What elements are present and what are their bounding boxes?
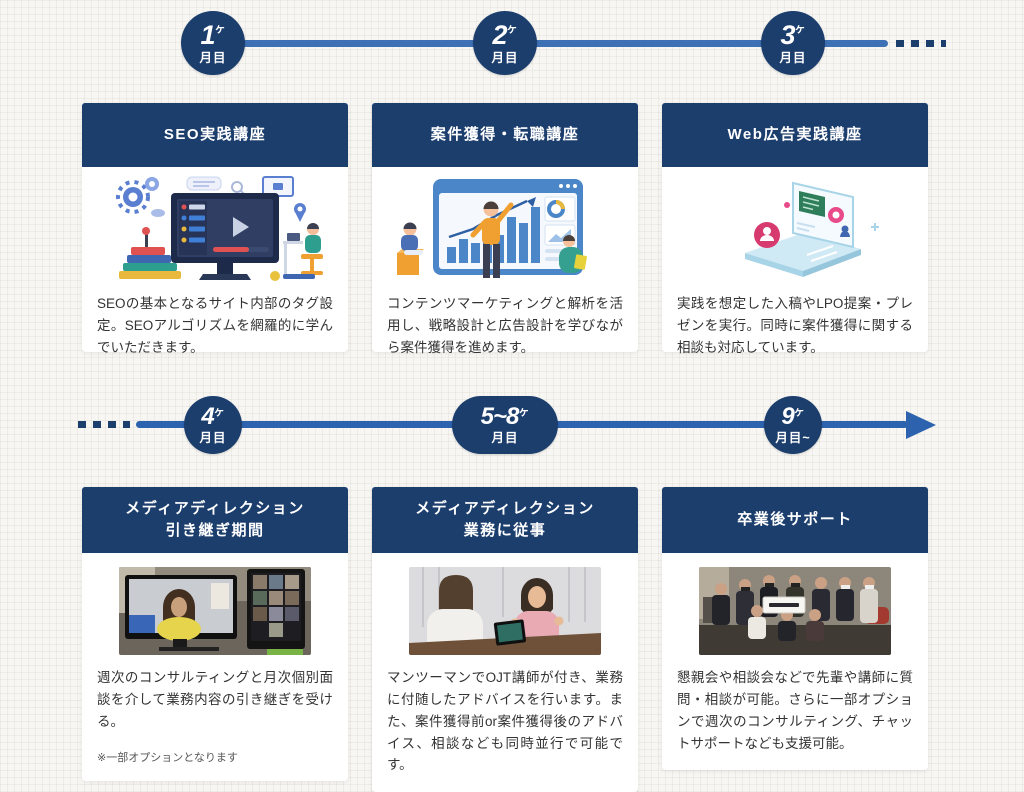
card-title: 卒業後サポート <box>737 511 853 529</box>
card-title-line2: 業務に従事 <box>463 522 547 539</box>
card-header: 案件獲得・転職講座 <box>372 103 638 167</box>
milestone-unit: ヶ <box>214 22 226 35</box>
milestone-number: 9 <box>781 403 794 431</box>
milestone-number: 3 <box>780 19 795 50</box>
milestone-number: 5~8 <box>480 403 520 431</box>
milestone-unit: ヶ <box>518 406 530 419</box>
card-title: Web広告実践講座 <box>727 126 863 144</box>
card-header: メディアディレクション 引き継ぎ期間 <box>82 487 348 553</box>
milestone-label: 月目 <box>199 431 227 446</box>
milestone-label: 月目 <box>491 50 519 65</box>
card-option-note: ※一部オプションとなります <box>97 751 238 764</box>
card-title: 案件獲得・転職講座 <box>430 126 580 144</box>
card-web-ad-course: Web広告実践講座 実践を想定し <box>662 103 928 355</box>
card-description: コンテンツマーケティングと解析を活用し、戦略設計と広告設計を学びながら案件獲得を… <box>387 296 623 355</box>
card-seo-course: SEO実践講座 <box>82 103 348 355</box>
card-title: SEO実践講座 <box>163 126 267 144</box>
milestone-number: 2 <box>492 19 507 50</box>
timeline-line-row1 <box>213 40 888 47</box>
milestone-number: 4 <box>201 403 214 431</box>
milestone-number: 1 <box>200 19 215 50</box>
online-video-course-illustration <box>82 167 348 285</box>
card-header: SEO実践講座 <box>82 103 348 167</box>
milestone-label: 月目 <box>199 50 227 65</box>
card-description: 懇親会や相談会などで先輩や講師に質問・相談が可能。さらに一部オプションで週次のコ… <box>677 670 913 751</box>
analytics-presentation-illustration <box>372 167 638 285</box>
card-header: メディアディレクション 業務に従事 <box>372 487 638 553</box>
remote-video-call-photo <box>82 553 348 659</box>
card-title: メディアディレクション <box>415 500 595 518</box>
milestone-unit: ヶ <box>213 406 225 419</box>
card-title: メディアディレクション <box>125 500 305 518</box>
milestone-unit: ヶ <box>793 406 805 419</box>
card-header: Web広告実践講座 <box>662 103 928 167</box>
card-description: マンツーマンでOJT講師が付き、業務に付随したアドバイスを行います。また、案件獲… <box>387 670 623 773</box>
card-description: SEOの基本となるサイト内部のタグ設定。SEOアルゴリズムを網羅的に学んでいただ… <box>97 296 333 355</box>
group-networking-photo <box>662 553 928 659</box>
milestone-label: 月目 <box>491 431 519 446</box>
card-header: 卒業後サポート <box>662 487 928 553</box>
timeline-dashes-row1 <box>896 40 946 47</box>
card-title-line2: 引き継ぎ期間 <box>165 522 265 539</box>
timeline-arrow-icon <box>906 411 936 439</box>
milestone-unit: ヶ <box>794 22 806 35</box>
card-description: 週次のコンサルティングと月次個別面談を介して業務内容の引き継ぎを受ける。 <box>97 670 333 729</box>
timeline-dots-row2 <box>78 421 130 428</box>
card-media-direction-handover: メディアディレクション 引き継ぎ期間 <box>82 487 348 781</box>
one-on-one-meeting-photo <box>372 553 638 659</box>
card-case-acquisition-course: 案件獲得・転職講座 <box>372 103 638 355</box>
card-description: 実践を想定した入稿やLPO提案・プレゼンを実行。同時に案件獲得に関する相談も対応… <box>677 296 913 355</box>
card-post-graduation-support: 卒業後サポート <box>662 487 928 771</box>
milestone-unit: ヶ <box>506 22 518 35</box>
milestone-label: 月目 <box>779 50 807 65</box>
card-media-direction-work: メディアディレクション 業務に従事 <box>372 487 638 792</box>
milestone-label: 月目~ <box>775 431 811 446</box>
web-ad-laptop-illustration <box>662 167 928 285</box>
